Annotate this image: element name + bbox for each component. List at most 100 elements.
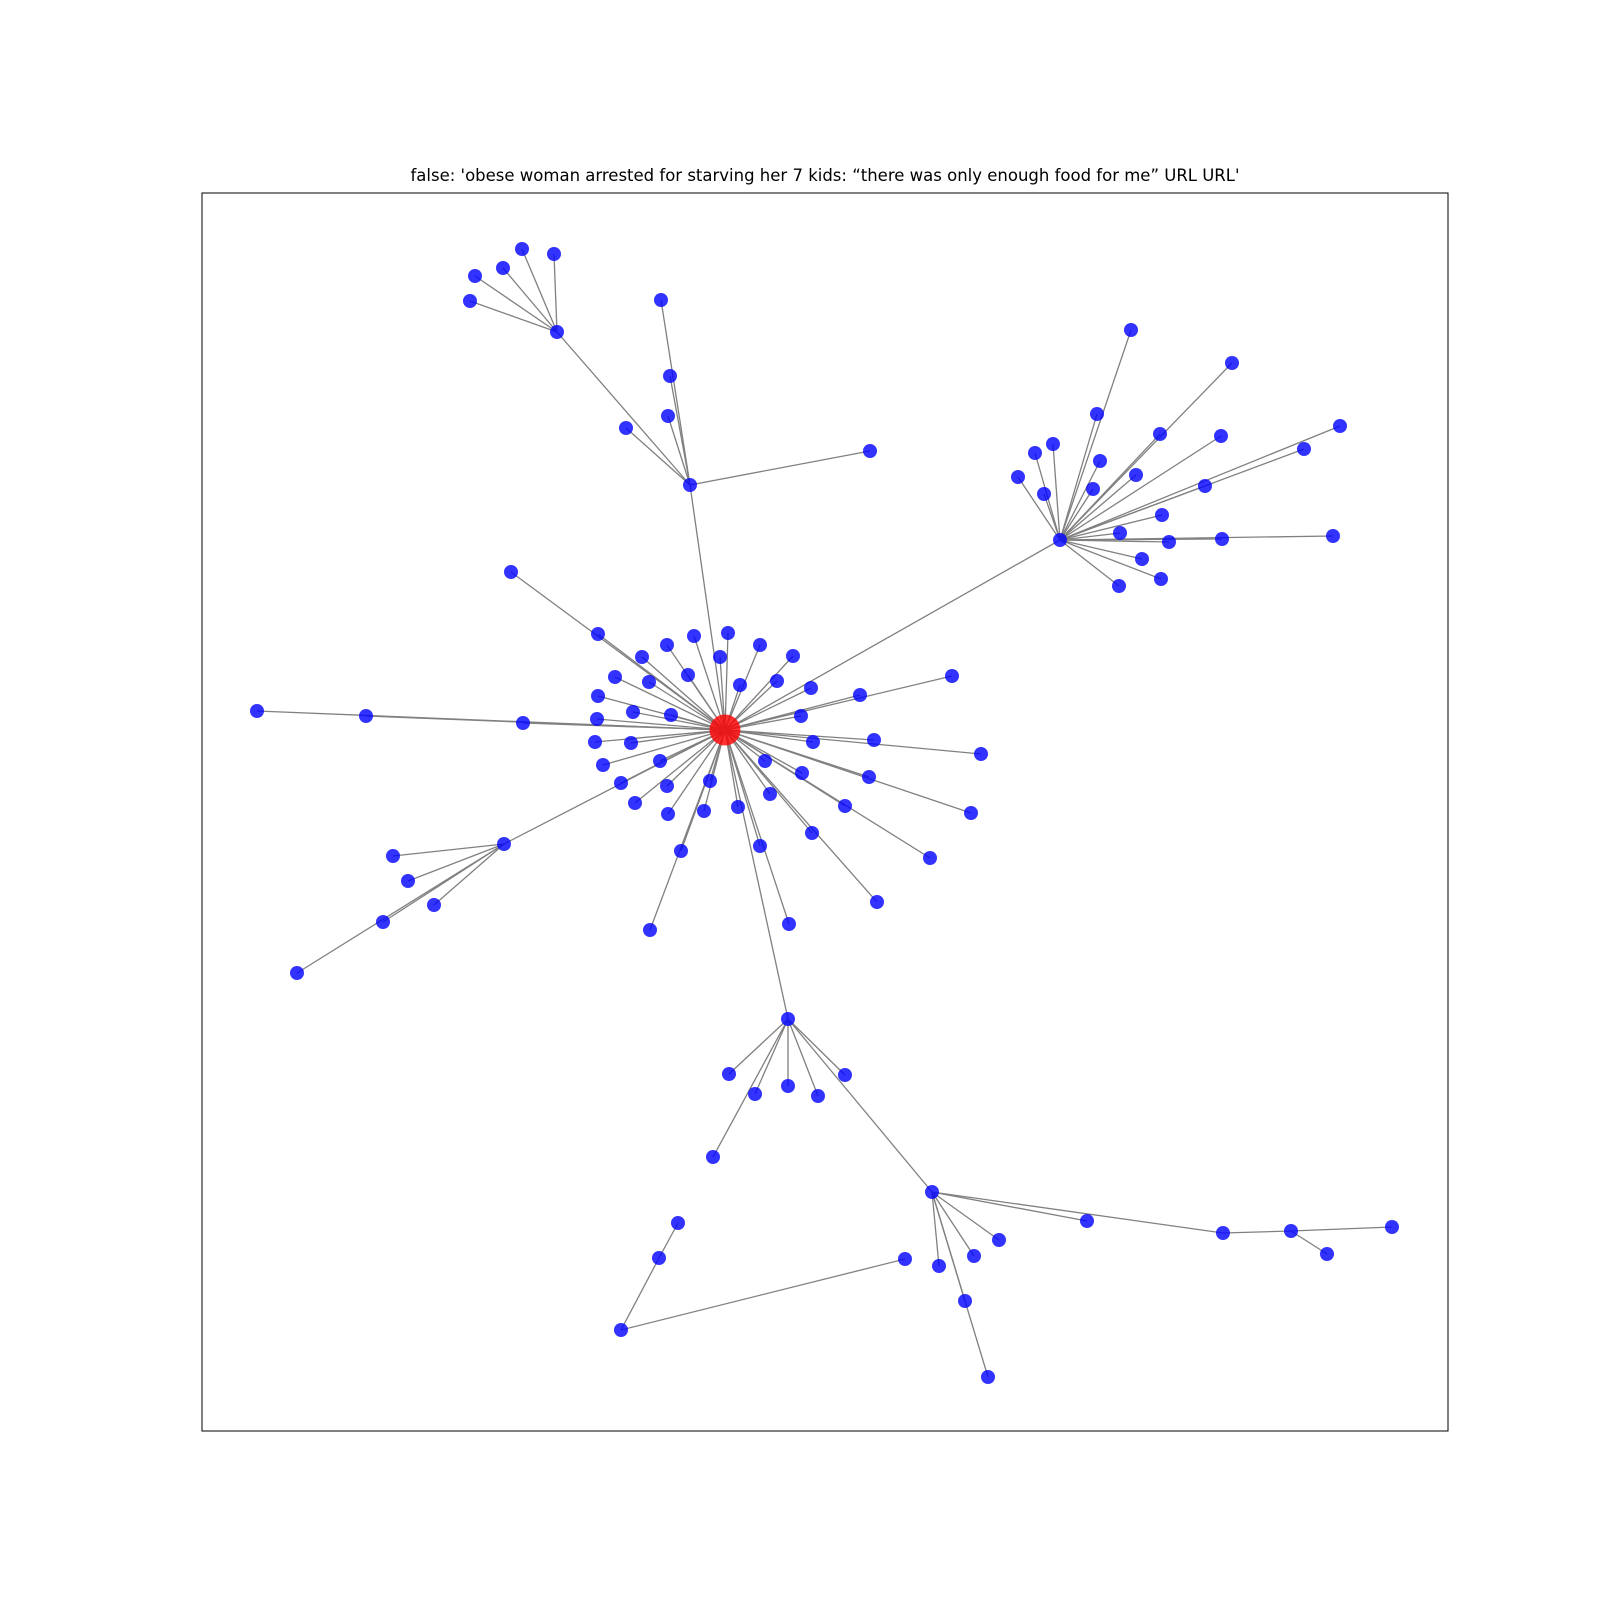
graph-edge	[1059, 532, 1121, 541]
graph-edge	[1059, 488, 1094, 541]
graph-edge	[433, 843, 505, 906]
graph-node	[376, 915, 390, 929]
graph-node	[806, 735, 820, 749]
graph-edge	[724, 729, 789, 1020]
graph-node	[713, 650, 727, 664]
graph-node	[660, 779, 674, 793]
graph-edge	[1043, 493, 1061, 541]
graph-node	[1154, 572, 1168, 586]
graph-edge	[620, 1258, 906, 1331]
graph-node	[1080, 1214, 1094, 1228]
graph-edge	[724, 729, 878, 903]
graph-edge	[1059, 362, 1233, 541]
graph-edge	[521, 248, 558, 333]
graph-node	[805, 826, 819, 840]
graph-edge	[787, 1018, 846, 1076]
graph-node	[386, 849, 400, 863]
graph-node	[1198, 479, 1212, 493]
graph-edge	[1059, 413, 1098, 541]
graph-node	[1129, 468, 1143, 482]
graph-node	[753, 638, 767, 652]
graph-node	[932, 1259, 946, 1273]
graph-node	[863, 444, 877, 458]
graph-edge	[689, 484, 726, 731]
graph-node	[515, 242, 529, 256]
graph-node	[619, 421, 633, 435]
graph-edge	[649, 729, 726, 931]
nodes-layer	[250, 242, 1399, 1384]
graph-node	[643, 923, 657, 937]
graph-node	[547, 247, 561, 261]
graph-edge	[632, 711, 726, 731]
graph-edge	[1059, 485, 1206, 541]
graph-node	[1333, 419, 1347, 433]
graph-node	[654, 293, 668, 307]
graph-node	[588, 735, 602, 749]
graph-edge	[931, 1191, 940, 1267]
graph-edge	[1059, 435, 1222, 541]
graph-root-node	[709, 714, 741, 746]
graph-edge	[614, 676, 726, 731]
graph-node	[1135, 552, 1149, 566]
graph-node	[1037, 487, 1051, 501]
graph-node	[1284, 1224, 1298, 1238]
plot-frame	[201, 192, 1449, 1432]
graph-node	[1124, 323, 1138, 337]
graph-node	[781, 1012, 795, 1026]
graph-node	[359, 709, 373, 723]
graph-node	[687, 629, 701, 643]
graph-edge	[931, 1191, 1000, 1241]
graph-node	[1326, 529, 1340, 543]
graph-title: false: 'obese woman arrested for starvin…	[410, 166, 1240, 185]
graph-edge	[1059, 539, 1143, 560]
graph-edge	[392, 843, 505, 857]
graph-node	[614, 1323, 628, 1337]
graph-edge	[724, 675, 953, 731]
graph-node	[1028, 446, 1042, 460]
graph-node	[591, 689, 605, 703]
graph-node	[516, 716, 530, 730]
graph-node	[1053, 533, 1067, 547]
graph-edge	[754, 1018, 789, 1095]
graph-edge	[510, 571, 726, 731]
graph-node	[1225, 356, 1239, 370]
graph-edge	[787, 1018, 819, 1097]
graph-edge	[724, 729, 790, 925]
graph-node	[862, 770, 876, 784]
graph-node	[706, 1150, 720, 1164]
graph-node	[401, 874, 415, 888]
graph-node	[731, 800, 745, 814]
graph-node	[867, 733, 881, 747]
graph-edge	[669, 375, 691, 486]
graph-node	[663, 369, 677, 383]
graph-node	[671, 1216, 685, 1230]
graph-node	[898, 1252, 912, 1266]
graph-node	[811, 1089, 825, 1103]
graph-edge	[931, 1191, 1088, 1222]
graph-node	[1155, 508, 1169, 522]
graph-node	[925, 1185, 939, 1199]
graph-node	[923, 851, 937, 865]
graph-edge	[256, 710, 726, 731]
graph-edge	[620, 1257, 660, 1331]
graph-edge	[630, 729, 726, 744]
graph-node	[697, 804, 711, 818]
graph-node	[497, 837, 511, 851]
graph-edge	[1059, 539, 1120, 587]
graph-edge	[1052, 443, 1061, 541]
graph-edge	[602, 729, 726, 766]
graph-node	[733, 678, 747, 692]
graph-node	[795, 766, 809, 780]
graph-node	[992, 1233, 1006, 1247]
graph-node	[1046, 437, 1060, 451]
graph-edge	[724, 729, 931, 859]
graph-node	[590, 712, 604, 726]
graph-node	[463, 294, 477, 308]
graph-node	[624, 736, 638, 750]
graph-edge	[594, 729, 726, 743]
graph-edge	[1059, 539, 1162, 580]
graph-node	[626, 705, 640, 719]
graph-edge	[1059, 514, 1163, 541]
graph-node	[614, 776, 628, 790]
